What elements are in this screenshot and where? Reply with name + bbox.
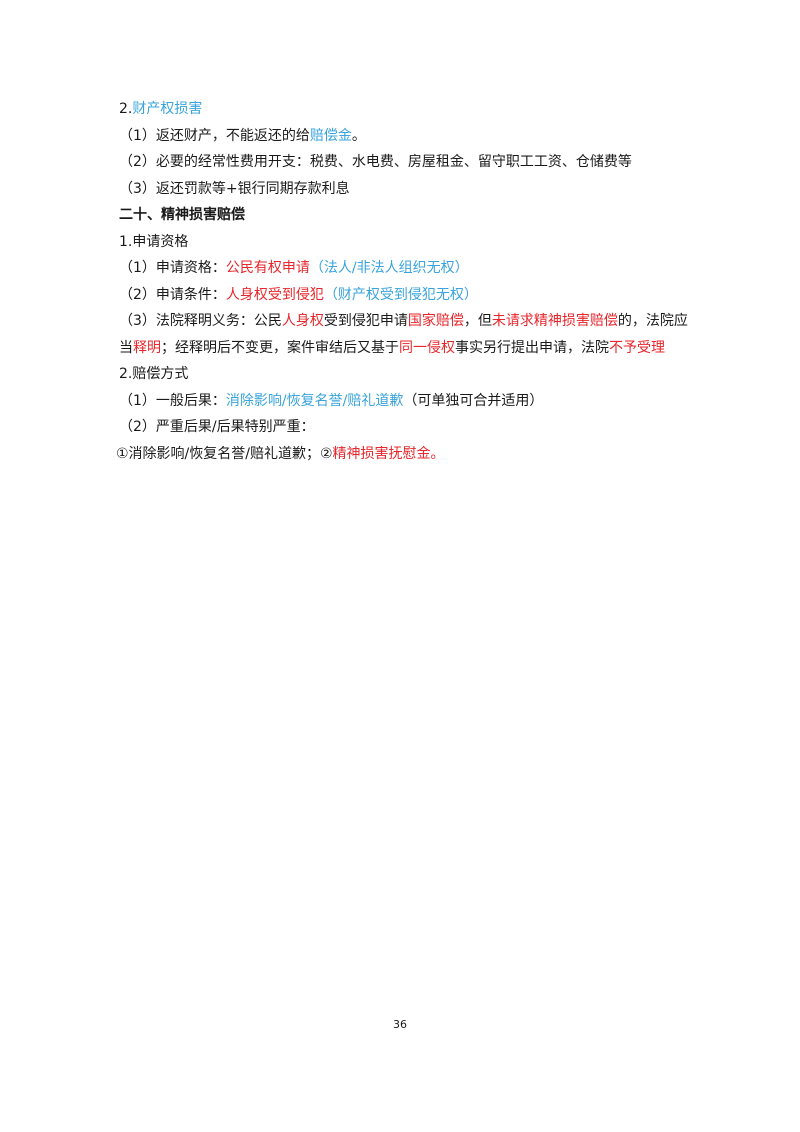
- red-highlight-text: 公民有权申请: [225, 260, 310, 276]
- text-segment: 事实另行提出申请，法院: [455, 339, 609, 356]
- blue-highlight-text: （法人/非法人组织无权）: [309, 260, 469, 276]
- text-segment: （2）严重后果/后果特别严重：: [119, 419, 315, 435]
- text-line: 1.申请资格: [119, 229, 699, 256]
- document-body: 2.财产权损害（1）返还财产，不能返还的给赔偿金。（2）必要的经常性费用开支：税…: [116, 96, 699, 468]
- text-line: （1）返还财产，不能返还的给赔偿金。: [119, 123, 699, 150]
- text-segment: 2.赔偿方式: [119, 366, 189, 382]
- red-highlight-text: 国家赔偿: [407, 313, 464, 329]
- red-highlight-text: 精神损害抚慰金。: [332, 445, 445, 462]
- text-segment: ；经释明后不变更，案件审结后又基于: [161, 339, 399, 356]
- text-line: （1）申请资格：公民有权申请（法人/非法人组织无权）: [119, 255, 699, 282]
- text-line: （2）必要的经常性费用开支：税费、水电费、房屋租金、留守职工工资、仓储费等: [119, 149, 699, 176]
- red-highlight-text: 释明: [133, 339, 161, 356]
- text-segment: 的，法院应当: [119, 313, 688, 356]
- blue-highlight-text: 消除影响/恢复名誉/赔礼道歉: [225, 392, 404, 409]
- text-line: （2）申请条件：人身权受到侵犯（财产权受到侵犯无权）: [119, 282, 699, 309]
- text-segment: （3）返还罚款等+银行同期存款利息: [119, 180, 350, 197]
- text-segment: 二十、精神损害赔偿: [119, 207, 245, 223]
- blue-highlight-text: （财产权受到侵犯无权）: [323, 286, 478, 303]
- text-segment: 2.: [119, 101, 133, 117]
- blue-highlight-text: 赔偿金: [309, 127, 352, 144]
- text-segment: （3）法院释明义务：公民: [119, 313, 282, 329]
- red-highlight-text: 人身权受到侵犯: [225, 286, 324, 303]
- text-segment: 受到侵犯申请: [323, 313, 408, 329]
- blue-highlight-text: 财产权损害: [132, 101, 203, 117]
- page-number: 36: [393, 1018, 407, 1031]
- text-segment: 。: [351, 127, 366, 144]
- text-line: （3）法院释明义务：公民人身权受到侵犯申请国家赔偿，但未请求精神损害赔偿的，法院…: [119, 308, 699, 361]
- section-heading: 二十、精神损害赔偿: [119, 202, 699, 229]
- text-segment: （1）一般后果：: [119, 392, 226, 409]
- red-highlight-text: 未请求精神损害赔偿: [491, 313, 618, 329]
- text-segment: （2）必要的经常性费用开支：税费、水电费、房屋租金、留守职工工资、仓储费等: [119, 154, 632, 170]
- text-segment: （1）返还财产，不能返还的给: [119, 127, 310, 144]
- text-line: ①消除影响/恢复名誉/赔礼道歉；②精神损害抚慰金。: [116, 441, 699, 468]
- text-line: 2.赔偿方式: [119, 361, 699, 388]
- text-segment: ，但: [463, 313, 492, 329]
- text-segment: （1）申请资格：: [119, 260, 226, 276]
- text-line: 2.财产权损害: [119, 96, 699, 123]
- text-segment: （可单独可合并适用）: [403, 392, 544, 409]
- text-line: （2）严重后果/后果特别严重：: [119, 414, 699, 441]
- text-line: （1）一般后果：消除影响/恢复名誉/赔礼道歉（可单独可合并适用）: [119, 388, 699, 415]
- red-highlight-text: 人身权: [281, 313, 324, 329]
- text-segment: 1.申请资格: [119, 233, 189, 250]
- text-segment: ①消除影响/恢复名誉/赔礼道歉；②: [116, 445, 333, 462]
- red-highlight-text: 同一侵权: [399, 339, 455, 356]
- text-segment: （2）申请条件：: [119, 286, 226, 303]
- text-line: （3）返还罚款等+银行同期存款利息: [119, 176, 699, 203]
- red-highlight-text: 不予受理: [609, 339, 665, 356]
